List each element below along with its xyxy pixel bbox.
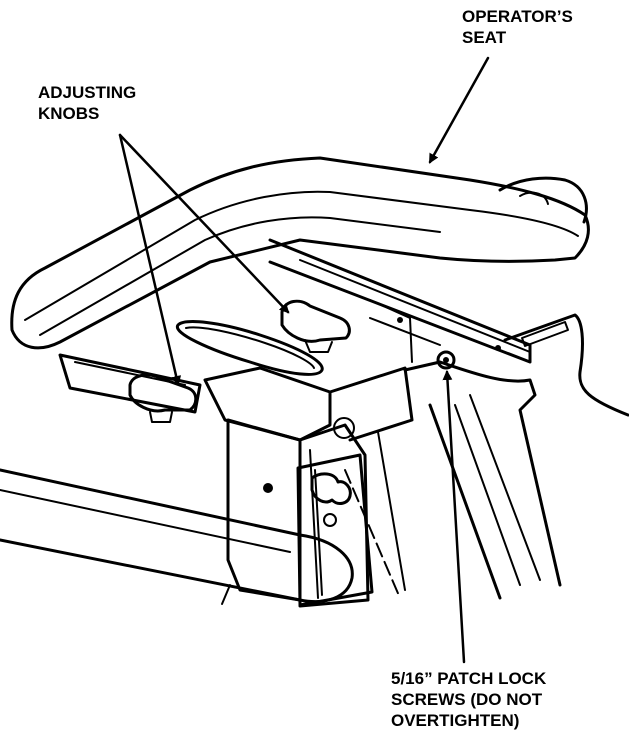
operators-seat-label: OPERATOR’S SEAT [462, 6, 573, 48]
roll-bar-tube [0, 468, 354, 605]
patch-lock-screws-label-line-2: SCREWS (DO NOT [391, 690, 543, 709]
clamp-bracket [296, 453, 374, 607]
adjusting-knobs-label-line-2: KNOBS [38, 104, 100, 123]
knob-leader-arrow-rear [118, 133, 290, 314]
adjusting-knobs-label: ADJUSTING KNOBS [38, 82, 136, 124]
patch-lock-screw [436, 350, 456, 370]
operators-seat-label-line-2: SEAT [462, 28, 507, 47]
adjusting-knob-front [128, 373, 198, 423]
operators-seat-label-line-1: OPERATOR’S [462, 7, 573, 26]
patch-lock-screws-label: 5/16” PATCH LOCK SCREWS (DO NOT OVERTIGH… [391, 668, 546, 731]
patch-lock-screws-label-line-1: 5/16” PATCH LOCK [391, 669, 547, 688]
patch-lock-screws-label-line-3: OVERTIGHTEN) [391, 711, 520, 730]
knob-leader-arrow-front [118, 133, 182, 386]
leader-arrows [118, 56, 490, 664]
operator-seat-shape [10, 156, 590, 350]
adjusting-knob-rear [280, 299, 351, 353]
screw-leader-arrow [442, 370, 466, 664]
adjusting-knobs-label-line-1: ADJUSTING [38, 83, 137, 102]
seat-leader-arrow [428, 56, 490, 164]
